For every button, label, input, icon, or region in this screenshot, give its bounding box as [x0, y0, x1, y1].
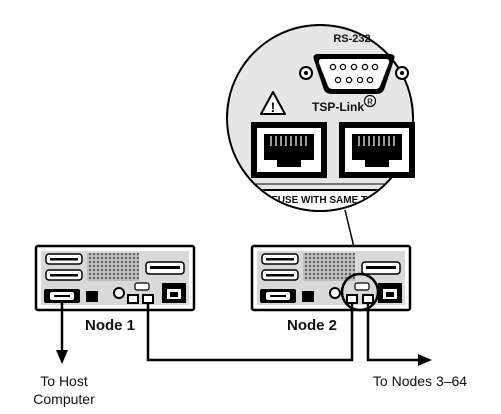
to-nodes-label: To Nodes 3–64: [373, 373, 467, 389]
registered-mark-icon: R: [363, 94, 377, 108]
node-1-vent-grille: [87, 253, 139, 281]
node-1-instrument: [34, 244, 196, 312]
to-nodes-cable: [366, 304, 420, 362]
node-2-label: Node 2: [287, 317, 337, 334]
tsp-link-port-1: [251, 122, 327, 178]
zoom-callout: E FUSE WITH SAME TY RS-232 ! TSP-Link: [226, 24, 415, 212]
node-2-ethernet-port: [302, 291, 314, 302]
node-1-power-inlet: [162, 283, 186, 303]
warning-triangle-icon: !: [260, 91, 286, 115]
svg-text:R: R: [367, 98, 373, 107]
warning-glyph: !: [271, 99, 276, 115]
cables: [60, 303, 420, 362]
arrow-down-icon: [56, 350, 68, 364]
node-1-ground-screw: [113, 287, 125, 299]
node-2-ground-screw: [329, 287, 341, 299]
node-1-gpib-connector: [44, 289, 80, 303]
rs232-db9-connector: [299, 54, 409, 94]
tsp-link-port-2: [339, 122, 415, 178]
node-2-instrument: [250, 244, 412, 312]
node-1-label: Node 1: [85, 317, 135, 334]
node-2-power-inlet: [378, 283, 402, 303]
node-1-ethernet-port: [86, 291, 98, 302]
to-host-label-line2: Computer: [33, 391, 95, 407]
rs232-label: RS-232: [333, 33, 370, 45]
node-2-vent-grille: [303, 253, 355, 281]
db9-pins: [329, 63, 379, 84]
node-2-highlight-circle: [340, 272, 380, 312]
tsp-link-label: TSP-Link: [312, 100, 364, 114]
to-host-label-line1: To Host: [40, 373, 88, 389]
fuse-warning-text: E FUSE WITH SAME TY: [262, 195, 374, 206]
arrow-right-icon: [418, 354, 432, 366]
node1-to-node2-cable: [146, 304, 354, 362]
node-2-gpib-connector: [260, 289, 296, 303]
